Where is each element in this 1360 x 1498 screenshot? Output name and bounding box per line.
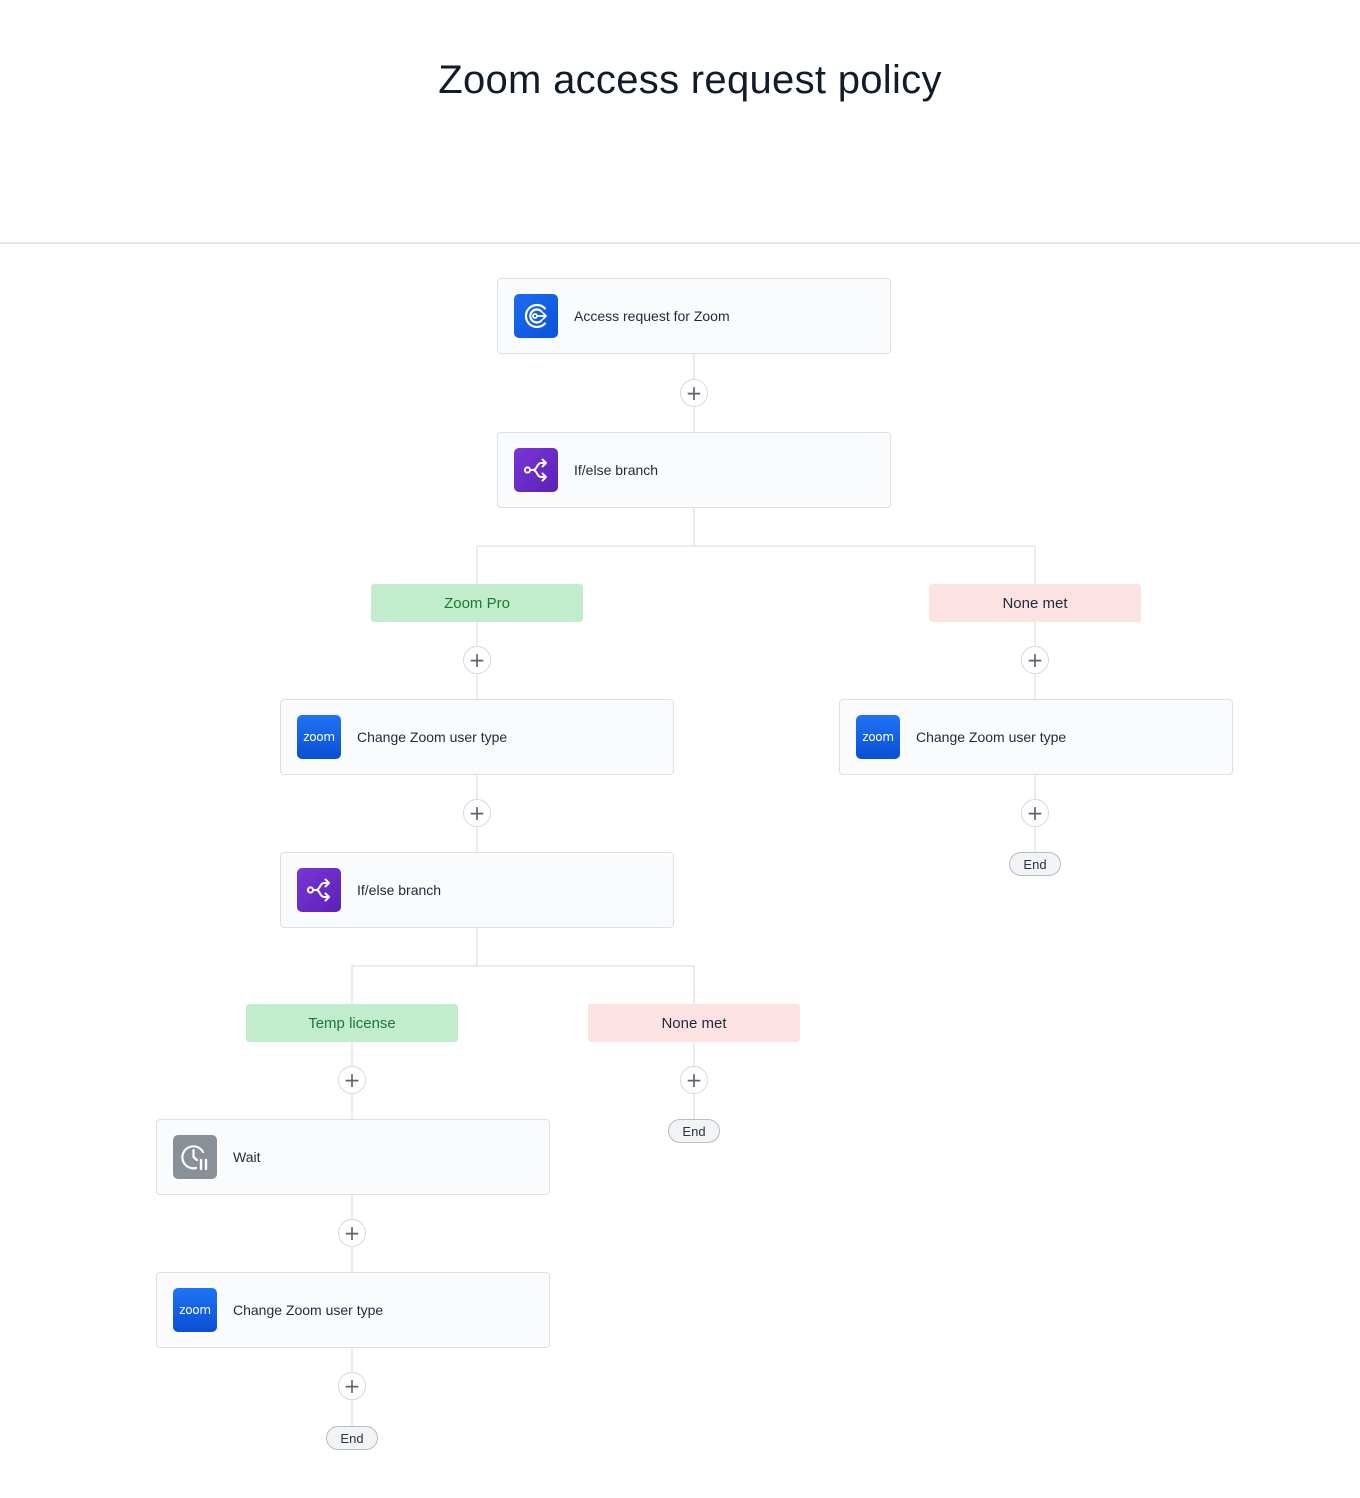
node-label: If/else branch — [357, 882, 442, 898]
clock-pause-icon — [173, 1135, 217, 1179]
branch-node[interactable]: If/else branch — [280, 852, 674, 928]
plus-icon: + — [685, 381, 703, 405]
zoom-icon: zoom — [173, 1288, 217, 1332]
header-divider — [0, 242, 1360, 244]
branch-condition-none-met[interactable]: None met — [588, 1004, 800, 1042]
plus-icon: + — [343, 1068, 361, 1092]
plus-icon: + — [468, 801, 486, 825]
plus-icon: + — [1026, 801, 1044, 825]
branch-node[interactable]: If/else branch — [497, 432, 891, 508]
plus-icon: + — [343, 1374, 361, 1398]
trigger-node[interactable]: Access request for Zoom — [497, 278, 891, 354]
page-title: Zoom access request policy — [438, 58, 942, 102]
node-label: Change Zoom user type — [357, 729, 508, 745]
branch-icon — [297, 868, 341, 912]
end-marker: End — [1009, 852, 1061, 876]
action-node[interactable]: zoom Change Zoom user type — [280, 699, 674, 775]
end-marker: End — [326, 1426, 378, 1450]
connector — [351, 928, 695, 1004]
add-step-button[interactable]: + — [680, 379, 708, 407]
plus-icon: + — [468, 648, 486, 672]
access-request-icon — [514, 294, 558, 338]
zoom-icon: zoom — [297, 715, 341, 759]
plus-icon: + — [1026, 648, 1044, 672]
branch-condition-temp-license[interactable]: Temp license — [246, 1004, 458, 1042]
node-label: Access request for Zoom — [574, 308, 730, 324]
add-step-button[interactable]: + — [1021, 799, 1049, 827]
node-label: If/else branch — [574, 462, 659, 478]
zoom-icon: zoom — [856, 715, 900, 759]
action-node[interactable]: zoom Change Zoom user type — [156, 1272, 550, 1348]
branch-icon — [514, 448, 558, 492]
action-node[interactable]: zoom Change Zoom user type — [839, 699, 1233, 775]
plus-icon: + — [685, 1068, 703, 1092]
branch-condition-zoom-pro[interactable]: Zoom Pro — [371, 584, 583, 622]
node-label: Change Zoom user type — [916, 729, 1067, 745]
add-step-button[interactable]: + — [338, 1372, 366, 1400]
node-label: Change Zoom user type — [233, 1302, 384, 1318]
add-step-button[interactable]: + — [463, 646, 491, 674]
node-label: Wait — [233, 1149, 261, 1165]
add-step-button[interactable]: + — [338, 1219, 366, 1247]
add-step-button[interactable]: + — [463, 799, 491, 827]
wait-node[interactable]: Wait — [156, 1119, 550, 1195]
end-marker: End — [668, 1119, 720, 1143]
add-step-button[interactable]: + — [1021, 646, 1049, 674]
add-step-button[interactable]: + — [680, 1066, 708, 1094]
add-step-button[interactable]: + — [338, 1066, 366, 1094]
branch-condition-none-met[interactable]: None met — [929, 584, 1141, 622]
plus-icon: + — [343, 1221, 361, 1245]
connector — [476, 508, 1036, 584]
